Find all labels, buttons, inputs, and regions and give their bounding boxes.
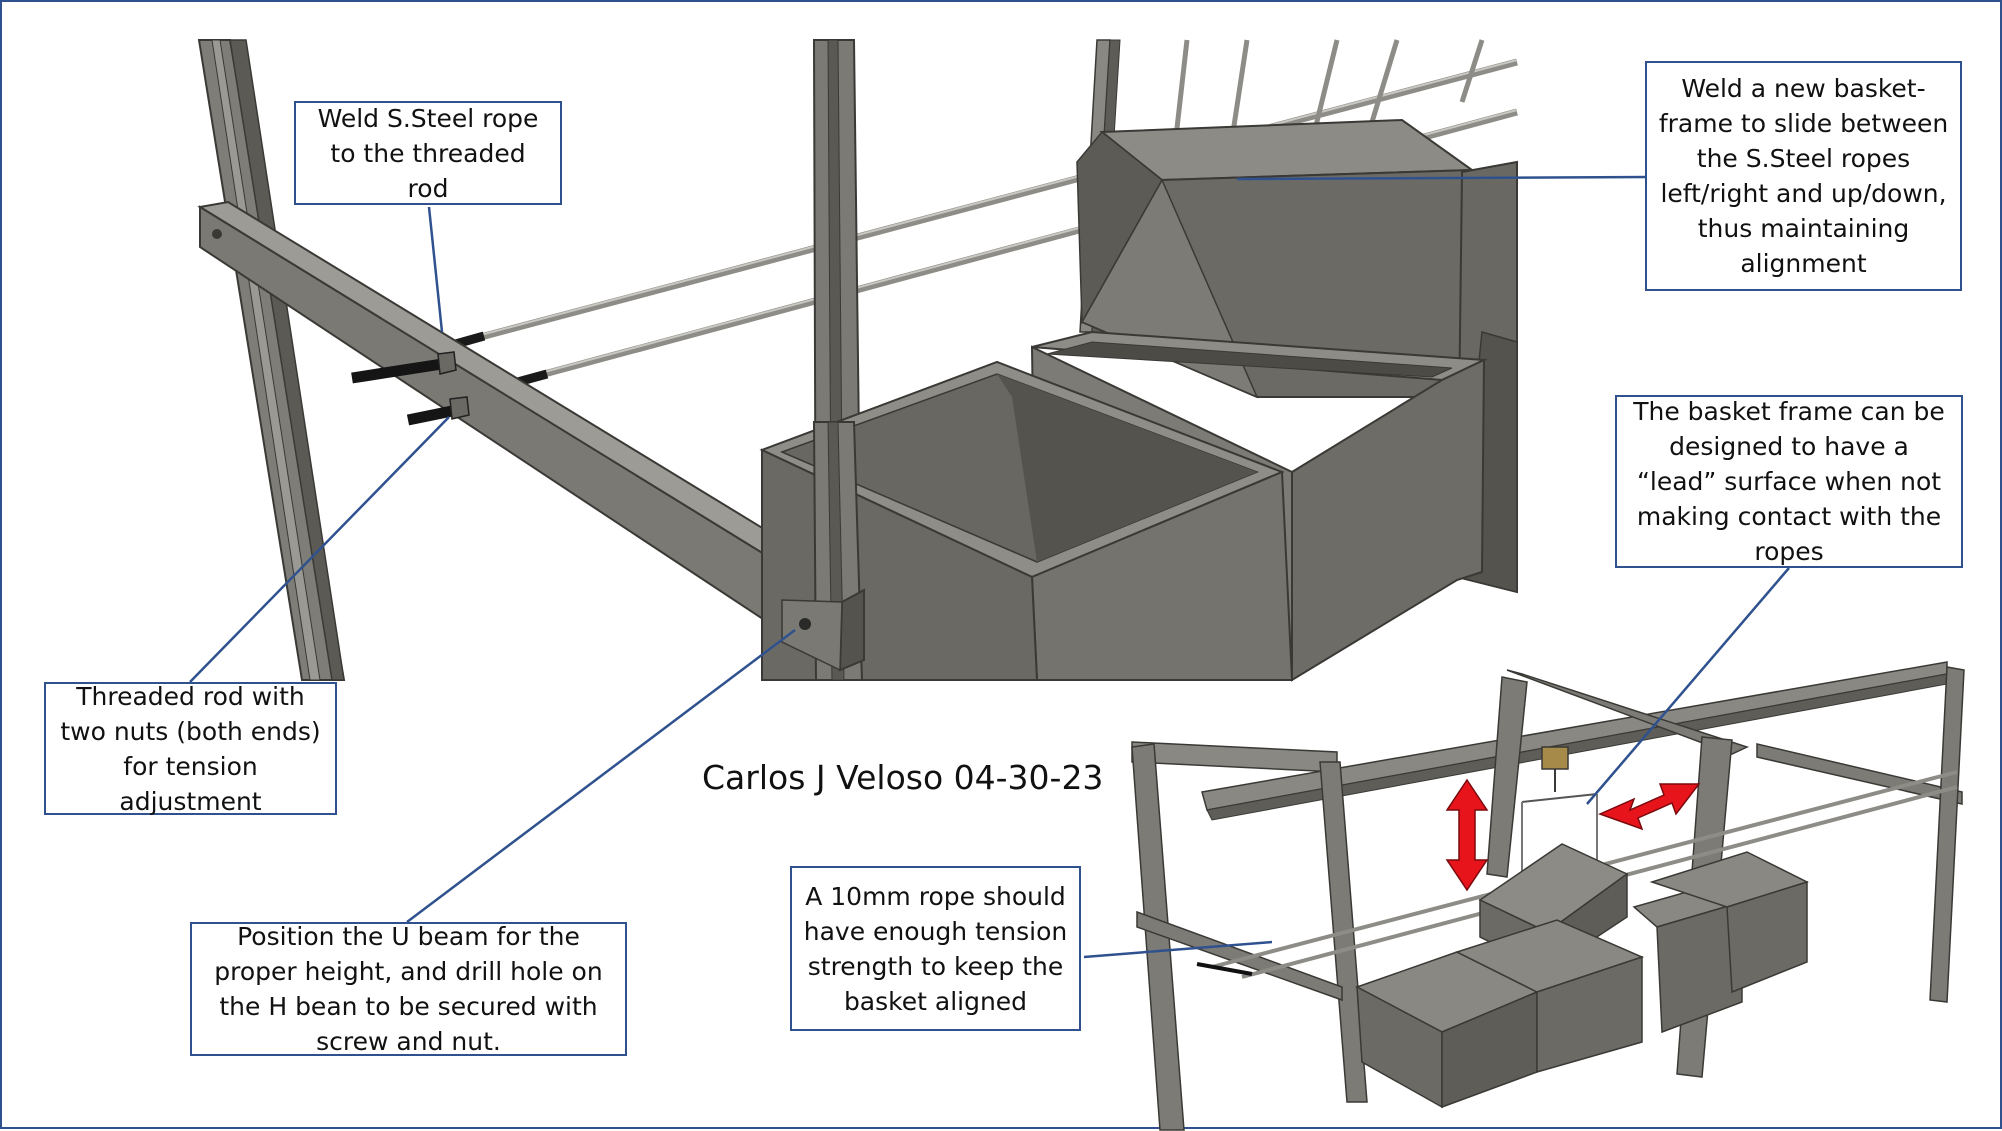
callout-text: Threaded rod with two nuts (both ends) f… — [60, 681, 321, 816]
callout-basket-frame: Weld a new basket-frame to slide between… — [1645, 61, 1962, 291]
callout-threaded-rod: Threaded rod with two nuts (both ends) f… — [44, 682, 337, 816]
leader-basket-frame — [1236, 175, 1650, 181]
leader-threaded-rod — [189, 416, 450, 683]
leader-weld-rope — [427, 206, 444, 333]
leader-rope-tension — [1083, 940, 1273, 959]
overview-render — [1131, 661, 1965, 1131]
left-h-post-front — [211, 39, 321, 681]
callout-text: A 10mm rope should have enough tension s… — [803, 881, 1068, 1016]
chain-hoist-icon — [1521, 746, 1598, 882]
leader-u-beam — [406, 629, 796, 923]
closeup-render — [197, 39, 1518, 682]
red-double-arrow-icon — [1597, 783, 1701, 831]
overhead-beam-long — [1201, 661, 1948, 811]
steel-rope-upper — [461, 58, 1518, 346]
callout-lead-surface: The basket frame can be designed to have… — [1615, 395, 1963, 568]
author-signature: Carlos J Veloso 04-30-23 — [702, 758, 1104, 797]
callout-text: Position the U beam for the proper heigh… — [214, 922, 603, 1056]
threaded-rod-bolt-1 — [351, 358, 443, 384]
leader-lines — [189, 175, 1790, 959]
leader-lead-surface — [1586, 567, 1790, 805]
red-double-arrow-icon — [1445, 778, 1489, 892]
callout-text: Weld S.Steel rope to the threaded rod — [317, 103, 539, 203]
callout-text: Weld a new basket-frame to slide between… — [1658, 74, 1949, 278]
overhead-beam-cross — [1506, 669, 1750, 755]
threaded-rod-bolt-2 — [406, 404, 459, 426]
callout-weld-rope: Weld S.Steel rope to the threaded rod — [294, 101, 562, 205]
left-h-post-web — [229, 39, 345, 681]
callout-u-beam: Position the U beam for the proper heigh… — [190, 922, 627, 1056]
callout-rope-tension: A 10mm rope should have enough tension s… — [790, 866, 1081, 1031]
callout-text: The basket frame can be designed to have… — [1633, 397, 1945, 566]
